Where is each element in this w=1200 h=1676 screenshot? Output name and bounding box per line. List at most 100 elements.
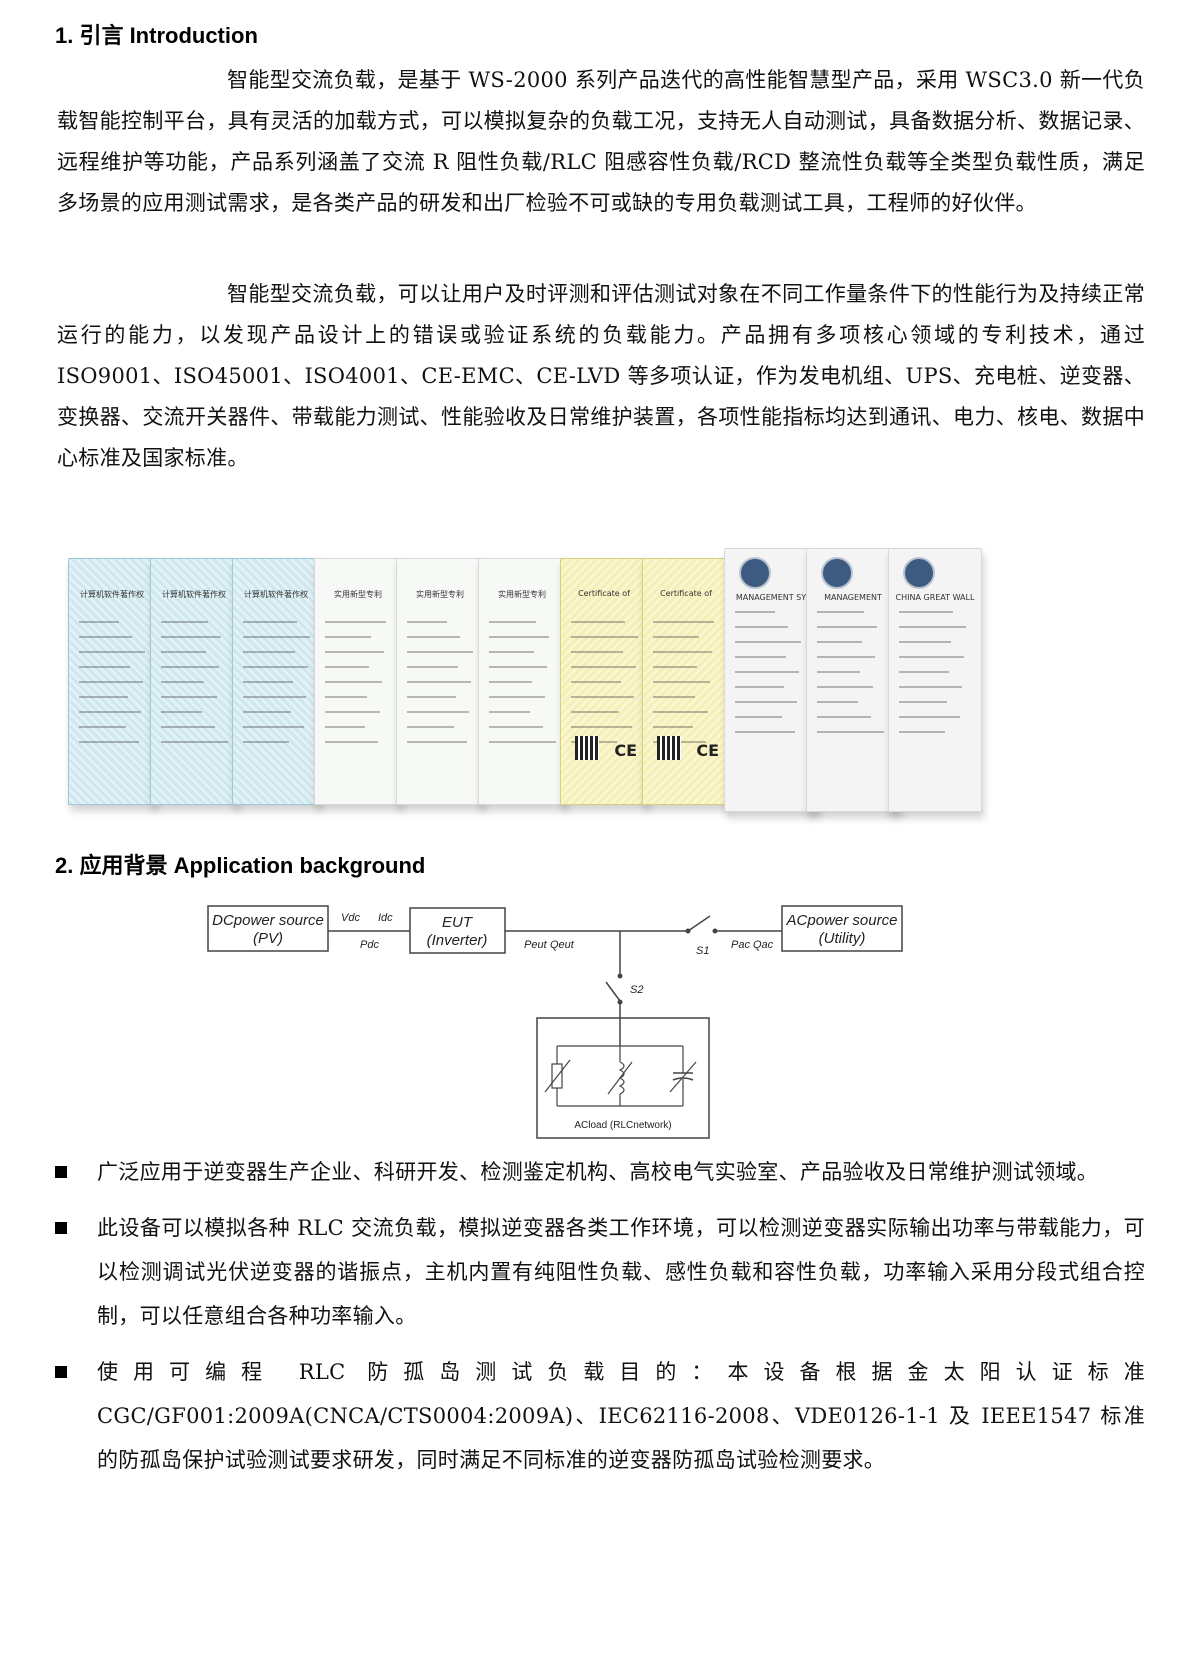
certificate-text-line [79, 696, 128, 698]
idc-label: Idc [378, 912, 393, 924]
certificate-card: 实用新型专利 [396, 558, 484, 805]
certificate-text-line [817, 626, 877, 628]
certificate-text-line [653, 696, 695, 698]
certificate-text-line [161, 666, 219, 668]
certificate-text-line [407, 711, 469, 713]
certificate-text-line [489, 666, 547, 668]
certificate-text-line [735, 731, 795, 733]
certificate-text-line [899, 731, 945, 733]
certificate-text-line [243, 696, 306, 698]
certificate-title: 计算机软件著作权 [80, 590, 144, 599]
certificate-title: CHINA GREAT WALL [895, 593, 975, 602]
certificate-text-line [407, 681, 471, 683]
section-heading-introduction: 1. 引言 Introduction [55, 23, 258, 48]
certification-seal-icon [739, 557, 771, 589]
certificate-text-line [79, 741, 139, 743]
certificate-title: 实用新型专利 [416, 590, 464, 599]
capacitor-variable-arrow [669, 1061, 697, 1093]
certificate-text-line [407, 666, 458, 668]
square-bullet-icon [55, 1366, 67, 1378]
inductor-variable-arrow [607, 1061, 633, 1095]
certificate-title: 计算机软件著作权 [162, 590, 226, 599]
certificate-text-line [735, 656, 786, 658]
qr-code-icon [657, 736, 681, 760]
certificate-text-line [79, 681, 143, 683]
ac-source-label: ACpower source [786, 912, 898, 929]
certificate-text-line [571, 696, 634, 698]
pac-label: Pac [731, 939, 750, 951]
bullet-item: 使用可编程 RLC 防孤岛测试负载目的：本设备根据金太阳认证标准 CGC/GF0… [55, 1350, 1145, 1482]
application-bullet-list: 广泛应用于逆变器生产企业、科研开发、检测鉴定机构、高校电气实验室、产品验收及日常… [55, 1150, 1145, 1494]
certificate-text-line [243, 681, 293, 683]
eut-sublabel: (Inverter) [427, 932, 488, 949]
certificate-text-line [79, 666, 130, 668]
qac-label: Qac [753, 939, 774, 951]
certificate-text-line [407, 696, 456, 698]
certificate-text-line [899, 611, 953, 613]
certificate-card: CHINA GREAT WALL [888, 548, 982, 812]
certificate-text-line [653, 621, 714, 623]
certificate-text-line [489, 651, 534, 653]
certificate-text-line [735, 671, 799, 673]
certificate-text-line [899, 656, 964, 658]
certificate-card: Certificate of CE [642, 558, 730, 805]
certificate-title: Certificate of [660, 589, 712, 598]
certificate-text-line [325, 621, 386, 623]
ce-mark-icon: CE [614, 741, 637, 760]
certificate-text-line [899, 641, 951, 643]
dc-source-box [207, 905, 329, 952]
certificate-text-line [571, 636, 638, 638]
certificate-title: Certificate of [578, 589, 630, 598]
ac-load-label: ACload (RLCnetwork) [574, 1120, 671, 1131]
certificate-text-line [325, 651, 384, 653]
resistor-variable-arrow [544, 1059, 571, 1093]
certificate-text-line [79, 726, 126, 728]
certificate-text-line [161, 696, 217, 698]
s1-switch-blade [687, 915, 711, 932]
certificate-text-line [653, 726, 693, 728]
certificate-card: 计算机软件著作权 [68, 558, 156, 805]
bullet-item: 广泛应用于逆变器生产企业、科研开发、检测鉴定机构、高校电气实验室、产品验收及日常… [55, 1150, 1145, 1194]
certificate-text-line [571, 726, 632, 728]
certificate-text-line [407, 621, 447, 623]
certificate-text-line [325, 636, 371, 638]
qr-code-icon [575, 736, 599, 760]
certificate-text-line [489, 621, 536, 623]
certificate-text-line [817, 686, 873, 688]
certificate-text-line [161, 651, 206, 653]
certificate-text-line [325, 711, 380, 713]
certificate-text-line [161, 681, 204, 683]
certificate-text-line [899, 671, 949, 673]
certificate-text-line [735, 716, 782, 718]
certificate-text-line [243, 621, 297, 623]
s2-label: S2 [630, 984, 643, 996]
certificate-text-line [817, 731, 884, 733]
certificate-text-line [325, 741, 378, 743]
certificate-card: MANAGEMENT SY [724, 548, 818, 812]
certificates-gallery: 计算机软件著作权计算机软件著作权计算机软件著作权实用新型专利实用新型专利实用新型… [60, 548, 1120, 853]
ac-source-box [781, 905, 903, 952]
certificate-text-line [243, 726, 304, 728]
certification-seal-icon [821, 557, 853, 589]
ce-mark-icon: CE [696, 741, 719, 760]
certificate-text-line [407, 726, 454, 728]
certificate-text-line [489, 681, 532, 683]
certificate-text-line [79, 711, 141, 713]
certificate-text-line [571, 651, 623, 653]
certificate-title: MANAGEMENT [824, 593, 882, 602]
s1-label: S1 [696, 945, 709, 957]
intro-paragraph-2: 智能型交流负载，可以让用户及时评测和评估测试对象在不同工作量条件下的性能行为及持… [57, 282, 1145, 470]
qeut-label: Qeut [550, 939, 575, 951]
certificate-card: 计算机软件著作权 [150, 558, 238, 805]
certificate-text-line [161, 741, 228, 743]
certificate-text-line [653, 636, 699, 638]
certificate-text-line [653, 651, 712, 653]
certificate-text-line [161, 711, 202, 713]
certification-seal-icon [903, 557, 935, 589]
certificate-text-line [325, 696, 367, 698]
certificate-text-line [243, 711, 291, 713]
ac-load-box [536, 1017, 710, 1139]
certificate-card: 计算机软件著作权 [232, 558, 320, 805]
certificate-text-line [653, 681, 710, 683]
certificate-text-line [817, 641, 862, 643]
